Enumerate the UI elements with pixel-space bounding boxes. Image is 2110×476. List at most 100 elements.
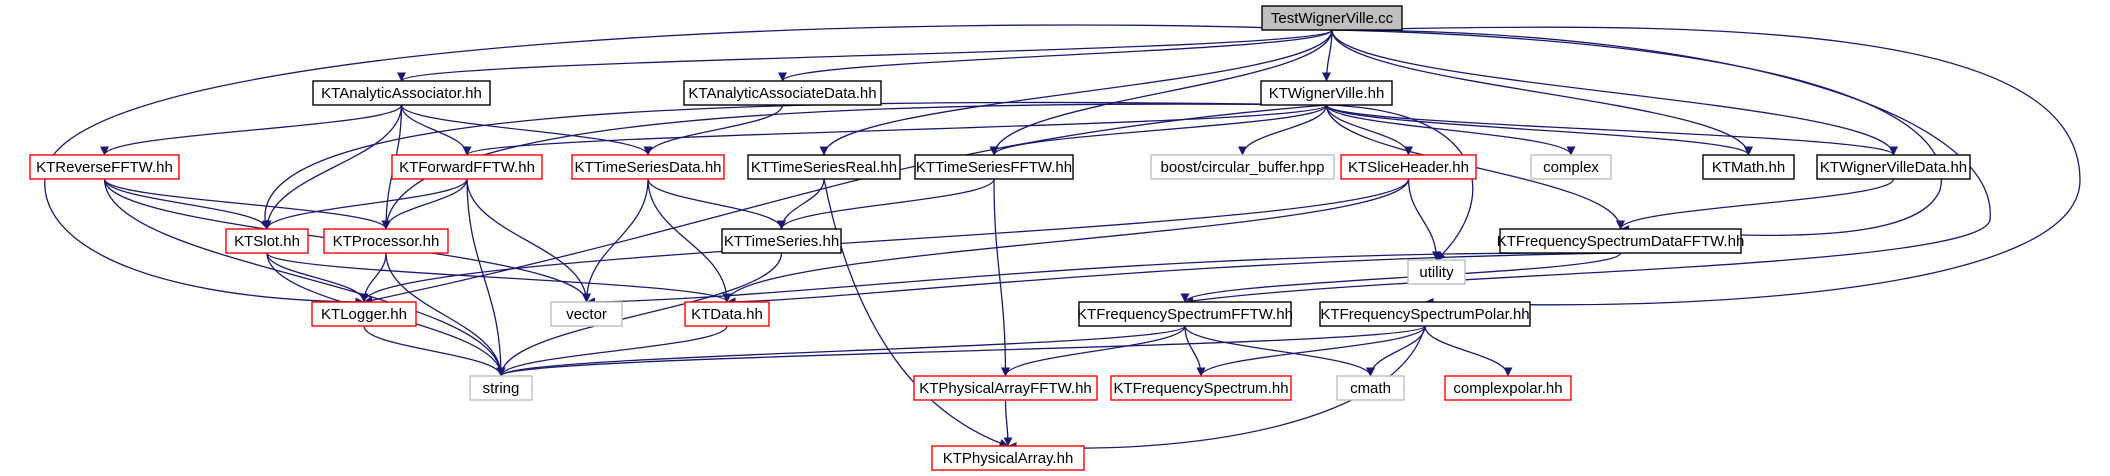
node-box [1702,154,1795,180]
edge-TestWignerVille-to-KTAnalyticAssociator [397,29,1333,82]
edge-KTTimeSeries-to-string [496,252,783,377]
edge-KTTimeSeriesReal-to-KTTimeSeries [777,178,825,230]
edge-KTWignerVille-to-boost_cb [1238,104,1328,156]
edge-KTFrequencySpectrumDataFFTW-to-vector [586,252,1621,307]
node-label: KTMath.hh [1712,159,1785,176]
node-label: KTAnalyticAssociateData.hh [688,85,876,102]
node-KTWignerVille[interactable]: KTWignerVille.hh [1260,80,1393,106]
edge-KTSliceHeader-to-KTLogger [359,178,1410,303]
edge-KTWignerVille-to-complex [1325,104,1576,156]
node-label: KTWignerVille.hh [1269,85,1385,102]
node-box [550,301,623,327]
node-label: KTForwardFFTW.hh [399,159,535,176]
node-label: KTTimeSeries.hh [724,233,839,250]
node-label: cmath [1350,380,1391,397]
node-KTData[interactable]: KTData.hh [684,301,770,327]
node-label: boost/circular_buffer.hpp [1161,159,1325,176]
node-box [311,301,417,327]
edge-KTFrequencySpectrumPolar-to-complexpolar [1424,325,1513,377]
node-label: KTSliceHeader.hh [1348,159,1469,176]
node-box [684,301,770,327]
edge-KTReverseFFTW-to-KTSlot [103,178,272,230]
node-KTFrequencySpectrumDataFFTW[interactable]: KTFrequencySpectrumDataFFTW.hh [1497,228,1745,254]
node-label: KTTimeSeriesFFTW.hh [916,159,1072,176]
node-box [391,154,543,180]
node-KTMath[interactable]: KTMath.hh [1702,154,1795,180]
edge-KTWignerVille-to-KTLogger [363,104,1327,305]
node-string: string [469,375,533,401]
edge-KTTimeSeriesFFTW-to-KTTimeSeries [777,178,995,230]
node-box [1261,5,1403,31]
node-KTAnalyticAssociator[interactable]: KTAnalyticAssociator.hh [312,80,491,106]
edge-KTTimeSeriesData-to-KTData [647,178,732,303]
edge-KTFrequencySpectrumPolar-to-KTPhysicalArray [1007,325,1426,452]
node-KTFrequencySpectrumPolar[interactable]: KTFrequencySpectrumPolar.hh [1319,301,1531,327]
edge-KTFrequencySpectrumFFTW-to-KTPhysicalArrayFFTW [1001,325,1186,377]
node-box [1444,375,1572,401]
node-TestWignerVille[interactable]: TestWignerVille.cc [1261,5,1403,31]
edge-KTForwardFFTW-to-KTSlot [262,178,468,230]
edge-KTSlot-to-KTData [266,252,732,303]
node-box [1319,301,1531,327]
node-label: KTProcessor.hh [333,233,440,250]
node-box [1499,228,1742,254]
edge-KTWignerVille-to-KTMath [1325,104,1753,156]
node-label: KTFrequencySpectrumFFTW.hh [1077,306,1293,323]
edge-KTFrequencySpectrumDataFFTW-to-KTData [726,252,1621,307]
node-KTSliceHeader[interactable]: KTSliceHeader.hh [1340,154,1477,180]
node-KTTimeSeries[interactable]: KTTimeSeries.hh [721,228,842,254]
node-box [931,445,1085,471]
node-label: KTSlot.hh [234,233,300,250]
node-label: KTData.hh [691,306,763,323]
node-KTTimeSeriesData[interactable]: KTTimeSeriesData.hh [571,154,725,180]
node-box [571,154,725,180]
node-label: KTFrequencySpectrumDataFFTW.hh [1497,233,1745,250]
edge-KTSliceHeader-to-KTData [722,178,1410,303]
edge-TestWignerVille-to-KTFrequencySpectrumDataFFTW [1331,29,1943,236]
edge-KTFrequencySpectrumPolar-to-string [496,325,1426,377]
node-KTPhysicalArray[interactable]: KTPhysicalArray.hh [931,445,1085,471]
node-label: vector [566,306,607,323]
node-KTReverseFFTW[interactable]: KTReverseFFTW.hh [29,154,180,180]
node-complexpolar[interactable]: complexpolar.hh [1444,375,1572,401]
edge-TestWignerVille-to-KTFrequencySpectrumPolar [1331,26,2081,307]
edge-KTWignerVilleData-to-KTFrequencySpectrumDataFFTW [1616,178,1895,230]
edge-KTAnalyticAssociator-to-KTReverseFFTW [100,104,403,156]
node-box [1150,154,1335,180]
node-KTSlot[interactable]: KTSlot.hh [225,228,309,254]
edge-TestWignerVille-to-KTWignerVille [1322,29,1333,82]
edge-KTWignerVille-to-KTSlot [260,101,1327,230]
edge-KTWignerVille-to-KTTimeSeriesFFTW [989,104,1328,156]
node-layer: TestWignerVille.ccKTAnalyticAssociator.h… [29,5,1971,471]
node-KTLogger[interactable]: KTLogger.hh [311,301,417,327]
node-boost_cb: boost/circular_buffer.hpp [1150,154,1335,180]
node-box [323,228,449,254]
node-KTForwardFFTW[interactable]: KTForwardFFTW.hh [391,154,543,180]
node-KTFrequencySpectrumFFTW[interactable]: KTFrequencySpectrumFFTW.hh [1077,301,1293,327]
node-label: KTReverseFFTW.hh [36,159,173,176]
node-KTPhysicalArrayFFTW[interactable]: KTPhysicalArrayFFTW.hh [913,375,1098,401]
edge-KTTimeSeriesFFTW-to-KTPhysicalArrayFFTW [993,178,1010,377]
edge-TestWignerVille-to-KTLogger [44,24,1333,307]
edge-TestWignerVille-to-KTAnalyticAssociateData [778,29,1333,82]
node-KTProcessor[interactable]: KTProcessor.hh [323,228,449,254]
edge-KTWignerVille-to-KTSliceHeader [1325,104,1413,156]
edge-TestWignerVille-to-KTTimeSeriesReal [819,29,1333,156]
node-label: KTFrequencySpectrumPolar.hh [1320,306,1529,323]
edge-KTSlot-to-KTLogger [266,252,369,303]
node-KTTimeSeriesReal[interactable]: KTTimeSeriesReal.hh [747,154,901,180]
node-box [683,80,882,106]
edge-TestWignerVille-to-KTWignerVilleData [1331,29,1898,156]
edge-KTFrequencySpectrumFFTW-to-cmath [1184,325,1375,377]
edge-KTFrequencySpectrumDataFFTW-to-KTFrequencySpectrumFFTW [1180,252,1622,303]
node-label: utility [1419,264,1454,281]
node-KTAnalyticAssociateData[interactable]: KTAnalyticAssociateData.hh [683,80,882,106]
edge-KTWignerVille-to-KTWignerVilleData [1325,104,1898,156]
node-KTTimeSeriesFFTW[interactable]: KTTimeSeriesFFTW.hh [914,154,1074,180]
node-box [1407,259,1466,285]
node-box [721,228,842,254]
node-cmath: cmath [1336,375,1405,401]
node-KTFrequencySpectrum[interactable]: KTFrequencySpectrum.hh [1110,375,1292,401]
node-KTWignerVilleData[interactable]: KTWignerVilleData.hh [1816,154,1971,180]
